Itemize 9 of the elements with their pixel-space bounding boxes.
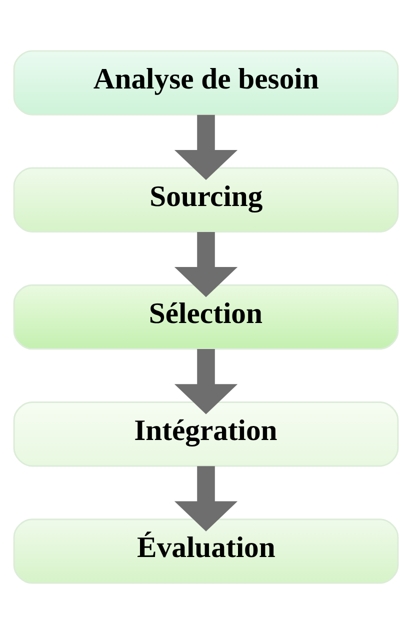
node-box: Sourcing [13,167,399,233]
node-box: Évaluation [13,518,399,584]
arrow [174,466,238,532]
node-box: Intégration [13,402,399,467]
arrow [174,232,238,298]
arrow [174,114,238,180]
node-box: Sélection [13,284,399,350]
node-box: Analyse de besoin [13,50,399,116]
arrow [174,349,238,414]
